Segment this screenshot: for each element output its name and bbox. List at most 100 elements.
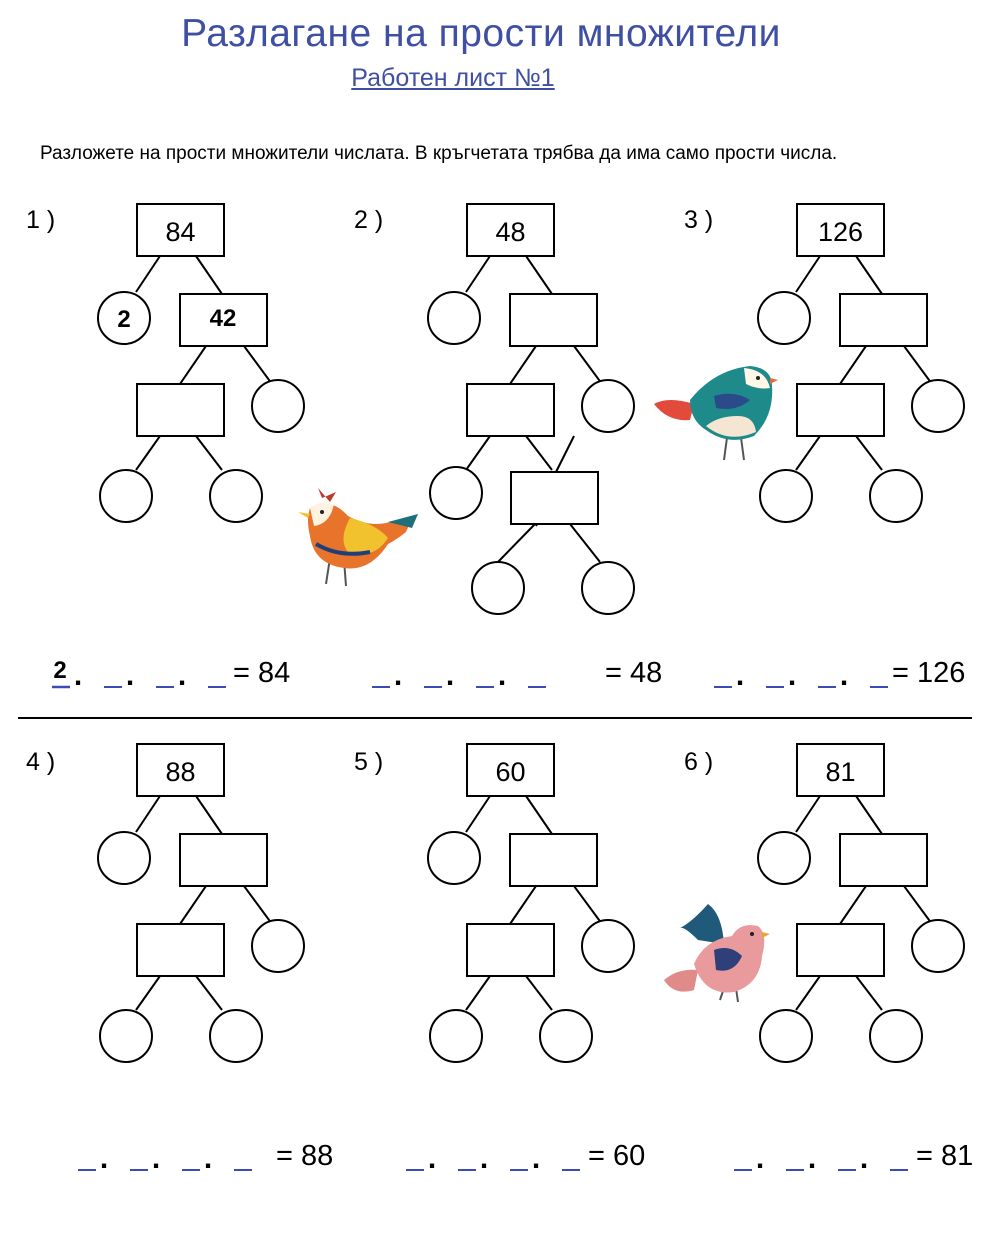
prime-circle[interactable] — [757, 291, 811, 345]
factor-box[interactable] — [136, 923, 225, 977]
tree-branch — [569, 523, 601, 563]
tree-branch — [135, 975, 161, 1011]
factor-box[interactable] — [796, 923, 885, 977]
instructions: Разложете на прости множители числата. В… — [40, 143, 838, 164]
tree-branch — [795, 975, 821, 1011]
tree-branch — [195, 795, 223, 835]
factor-box[interactable] — [466, 923, 555, 977]
multiply-dot: . — [498, 659, 506, 692]
factor-box[interactable] — [136, 383, 225, 437]
tree-branch — [509, 885, 537, 925]
multiply-dot: . — [788, 659, 796, 692]
prime-circle[interactable] — [471, 561, 525, 615]
tree-branch — [465, 795, 491, 833]
tree-branch — [243, 345, 273, 385]
number-value: 88 — [165, 757, 195, 787]
number-value: 84 — [165, 217, 195, 247]
tree-branch — [525, 435, 553, 471]
prime-circle[interactable] — [757, 831, 811, 885]
prime-circle[interactable] — [97, 291, 151, 345]
number-value: 48 — [495, 217, 525, 247]
multiply-dot: . — [736, 659, 744, 692]
factor-box[interactable] — [509, 833, 598, 887]
prime-circle[interactable] — [581, 919, 635, 973]
prime-circle[interactable] — [99, 469, 153, 523]
tree-branch — [525, 255, 553, 295]
prime-circle[interactable] — [209, 1009, 263, 1063]
tree-branch — [525, 975, 553, 1011]
tree-branch — [795, 255, 821, 293]
prime-circle[interactable] — [539, 1009, 593, 1063]
factor-box[interactable] — [179, 293, 268, 347]
number-box — [466, 203, 555, 257]
equation-result: = 48 — [605, 657, 662, 689]
number-value: 81 — [825, 757, 855, 787]
problem-label: 4 ) — [26, 748, 55, 776]
prime-circle[interactable] — [581, 379, 635, 433]
tree-branch — [179, 345, 207, 385]
tree-branch — [465, 975, 491, 1011]
tree-branch — [195, 975, 223, 1011]
tree-branch — [135, 795, 161, 833]
prime-circle[interactable] — [869, 1009, 923, 1063]
multiply-dot: . — [840, 659, 848, 692]
factor-box[interactable] — [796, 383, 885, 437]
multiply-dot: . — [152, 1142, 160, 1175]
tree-branch — [855, 255, 883, 295]
prime-circle[interactable] — [581, 561, 635, 615]
problem-label: 5 ) — [354, 748, 383, 776]
problem-label: 2 ) — [354, 206, 383, 234]
prime-circle[interactable] — [869, 469, 923, 523]
factor-box[interactable] — [510, 471, 599, 525]
tree-branch — [465, 435, 491, 471]
bird-3-icon — [664, 904, 770, 1003]
tree-branch — [525, 795, 553, 835]
tree-branch — [179, 885, 207, 925]
prime-circle[interactable] — [911, 919, 965, 973]
factor-box[interactable] — [839, 833, 928, 887]
prime-circle[interactable] — [251, 379, 305, 433]
prime-circle[interactable] — [251, 919, 305, 973]
equation-result: = 126 — [892, 657, 965, 689]
prime-circle[interactable] — [759, 469, 813, 523]
problem-label: 6 ) — [684, 748, 713, 776]
prime-circle[interactable] — [209, 469, 263, 523]
factor-box[interactable] — [466, 383, 555, 437]
number-box — [796, 743, 885, 797]
tree-branch — [839, 345, 867, 385]
number-box — [796, 203, 885, 257]
prime-circle[interactable] — [911, 379, 965, 433]
page-title: Разлагане на прости множители — [181, 12, 781, 55]
equation-result: = 81 — [916, 1140, 973, 1172]
equation-result: = 88 — [276, 1140, 333, 1172]
worksheet-subtitle: Работен лист №1 — [351, 64, 555, 92]
multiply-dot: . — [480, 1142, 488, 1175]
number-box — [136, 743, 225, 797]
multiply-dot: . — [756, 1142, 764, 1175]
number-box — [466, 743, 555, 797]
prime-circle[interactable] — [429, 1009, 483, 1063]
prime-circle[interactable] — [427, 291, 481, 345]
tree-branch — [135, 255, 161, 293]
number-value: 126 — [818, 217, 863, 247]
prime-circle[interactable] — [427, 831, 481, 885]
tree-branch — [195, 435, 223, 471]
equation-result: = 84 — [233, 657, 290, 689]
prime-circle[interactable] — [429, 466, 483, 520]
tree-branch — [903, 345, 933, 385]
tree-branch — [795, 795, 821, 833]
tree-branch — [135, 435, 161, 471]
problem-label: 1 ) — [26, 206, 55, 234]
prime-circle[interactable] — [99, 1009, 153, 1063]
multiply-dot: . — [860, 1142, 868, 1175]
factor-box[interactable] — [839, 293, 928, 347]
factor-box[interactable] — [509, 293, 598, 347]
tree-branch — [855, 795, 883, 835]
prime-circle[interactable] — [97, 831, 151, 885]
prime-circle[interactable] — [759, 1009, 813, 1063]
factor-box[interactable] — [179, 833, 268, 887]
tree-branch — [497, 523, 536, 563]
multiply-dot: . — [532, 1142, 540, 1175]
multiply-dot: . — [100, 1142, 108, 1175]
